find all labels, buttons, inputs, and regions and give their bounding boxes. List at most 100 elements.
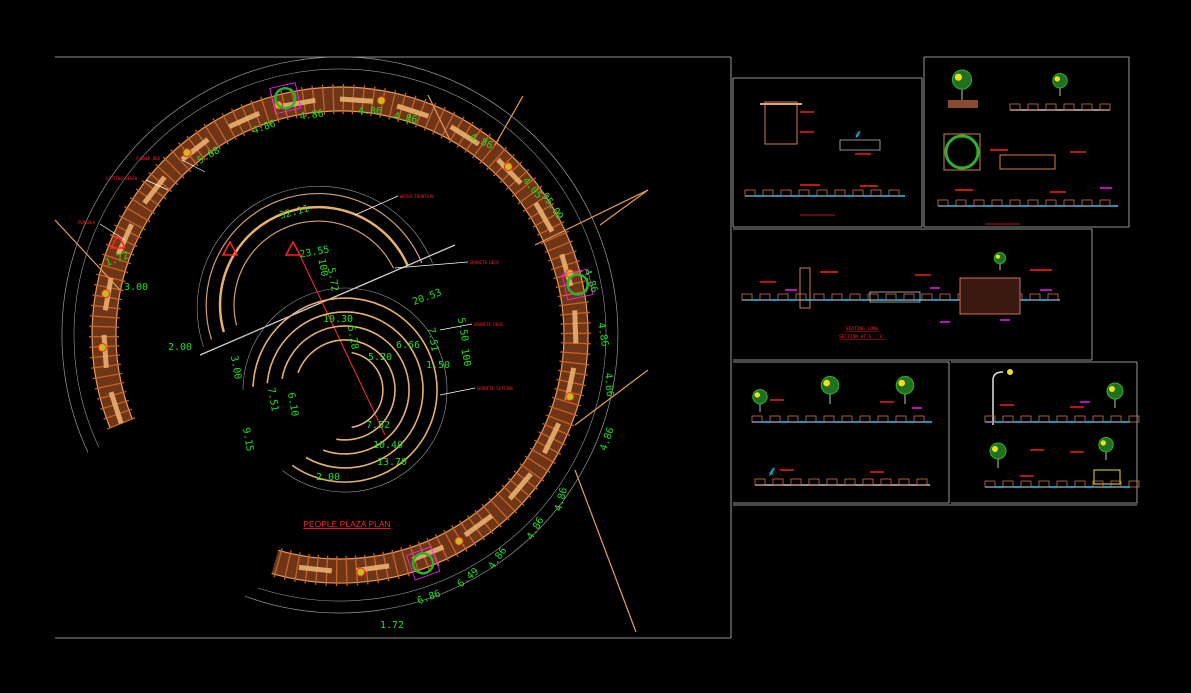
section-block (895, 415, 907, 423)
section-block (859, 415, 871, 423)
callout-granite-sitting: GRANITE SITTING (477, 386, 514, 391)
section-block (1074, 415, 1086, 423)
pergola-rafter (519, 463, 545, 482)
pergola-rafter (294, 552, 301, 582)
section-block (916, 478, 928, 486)
section-block (1110, 415, 1122, 423)
tree-crown (895, 376, 915, 395)
dimension-label: 32.11 (278, 203, 310, 221)
pergola-rafter (400, 547, 410, 577)
dimension-label: 4.86 (393, 111, 419, 126)
sitting-bench (228, 110, 261, 129)
section-block (790, 478, 802, 486)
section-block (1020, 415, 1032, 423)
tree-flowers (898, 379, 905, 387)
fountain-detail (839, 139, 881, 151)
pillar (799, 267, 811, 309)
granite-sitting-arc (252, 297, 438, 483)
flower-bed (376, 96, 386, 106)
tree-flowers (954, 73, 963, 81)
pergola-rafter (544, 240, 573, 253)
tree-flowers (823, 379, 830, 387)
pergola-rafter (522, 194, 549, 212)
pergola-marker (284, 240, 302, 256)
dimension-label: 4.86 (487, 546, 510, 572)
tree-flowers (1054, 76, 1061, 82)
tree-flowers (754, 392, 760, 398)
section-block (795, 293, 807, 301)
plan-title: PEOPLE PLAZA PLAN (303, 519, 390, 529)
section-block (885, 293, 897, 301)
tree-crown (1052, 73, 1068, 89)
pergola-inner-edge (115, 110, 565, 560)
flower-bed (97, 342, 107, 352)
dimension-label: 4.86 (602, 372, 615, 397)
water-fountain-arc (233, 220, 395, 326)
fountain-outer-line (196, 185, 433, 347)
seating-block (959, 277, 1021, 315)
section-block (1009, 103, 1021, 111)
dimension-label: 6.66 (396, 340, 420, 351)
section-block (826, 478, 838, 486)
access-path (494, 95, 524, 146)
access-path (574, 369, 649, 426)
pergola-rafter (155, 163, 179, 186)
sitting-bench (449, 124, 481, 147)
section-block (844, 478, 856, 486)
bench-detail (999, 154, 1056, 170)
section-block (913, 415, 925, 423)
dimension-label: 9.15 (240, 427, 255, 453)
pergola-rafter (559, 360, 590, 366)
dimension-label: 23.55 (299, 245, 331, 261)
callout-granite-deck-2: GRANITE DECK (474, 322, 503, 327)
sitting-bench (339, 96, 374, 104)
section-block (1128, 415, 1140, 423)
sitting-bench (496, 157, 523, 186)
callout-leader (145, 179, 169, 191)
pergola-rafter (529, 447, 556, 465)
callout-pergola: PERGOLA (78, 220, 95, 225)
section-block (1045, 103, 1057, 111)
flower-bed (182, 148, 192, 158)
tree-flowers (992, 446, 998, 452)
pergola-rafter (551, 396, 581, 407)
callout-leader (354, 195, 399, 216)
dimension-label: 4.86 (595, 322, 610, 348)
pergola-rafter (548, 405, 578, 417)
pergola-rafter (511, 177, 537, 198)
section-block (834, 189, 846, 197)
section-block (841, 415, 853, 423)
section-block (772, 478, 784, 486)
section-block (937, 199, 949, 207)
section-block (1038, 480, 1050, 488)
callout-leader (99, 223, 126, 241)
section-block (867, 293, 879, 301)
pergola-rafter (124, 205, 151, 223)
section-block (1027, 199, 1039, 207)
sitting-bench (142, 175, 167, 205)
section-block (984, 480, 996, 488)
pergola-rafter (443, 529, 459, 557)
water-fountain-arc (218, 205, 409, 333)
pergola-rafter (94, 381, 125, 390)
section-block (759, 293, 771, 301)
section-block (1110, 480, 1122, 488)
tree-circle (566, 273, 589, 296)
access-path (534, 189, 649, 246)
tree-flowers (1109, 386, 1115, 392)
dimension-label: 19.30 (323, 314, 353, 325)
sheet-frames (55, 56, 1138, 639)
deck-slab (869, 291, 921, 303)
pergola-rafter (388, 90, 397, 120)
section-block (1128, 480, 1140, 488)
seating-outer-line (242, 287, 448, 493)
section-block (780, 189, 792, 197)
pergola-rafter (391, 549, 400, 580)
flower-bed (356, 567, 366, 577)
callout-granite-deck-1: GRANITE DECK (470, 260, 499, 265)
dimension-label: 5.20 (368, 352, 392, 363)
section-block (1020, 480, 1032, 488)
pergola-detail (764, 101, 798, 145)
